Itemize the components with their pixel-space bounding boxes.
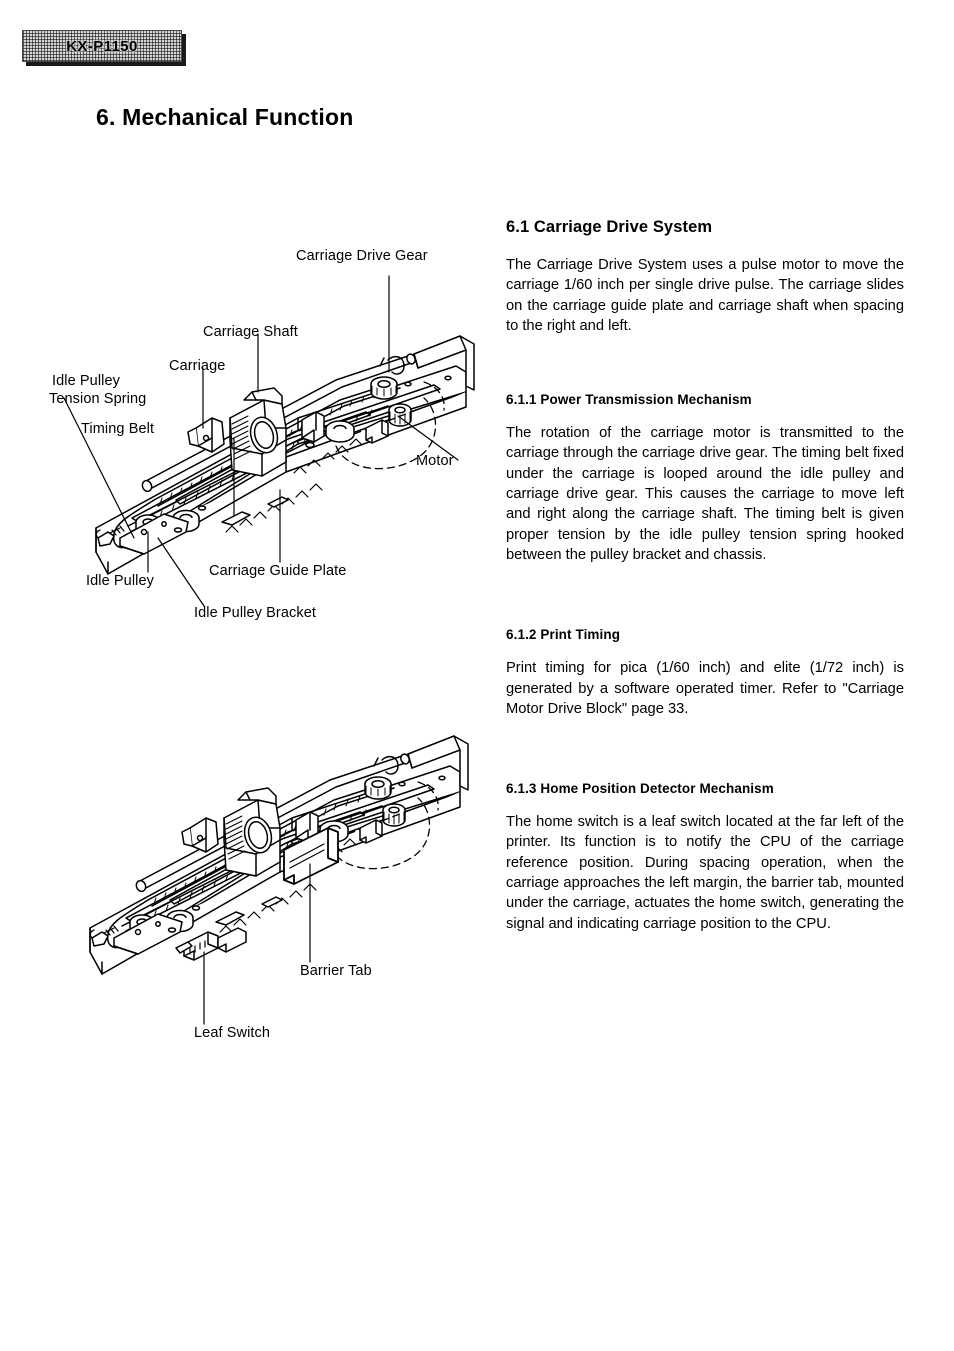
header-plate: KX-P1150 (22, 30, 182, 62)
section-heading-6-1-3: 6.1.3 Home Position Detector Mechanism (506, 781, 774, 797)
label-barrier-tab: Barrier Tab (300, 963, 372, 979)
label-carriage-shaft: Carriage Shaft (203, 324, 298, 340)
figure-carriage-drive-system: Carriage Drive Gear Carriage Shaft Carri… (36, 232, 492, 632)
section-heading-6-1-2: 6.1.2 Print Timing (506, 627, 621, 643)
label-idle-pulley-tension-spring-line1: Idle Pulley (52, 373, 120, 389)
label-motor: Motor (416, 453, 454, 469)
section-heading-6-1-1: 6.1.1 Power Transmission Mechanism (506, 392, 752, 408)
label-idle-pulley-bracket: Idle Pulley Bracket (194, 605, 316, 621)
page-title: 6. Mechanical Function (96, 104, 354, 130)
spacer (506, 336, 904, 392)
spacer (506, 719, 904, 781)
label-leaf-switch: Leaf Switch (194, 1025, 271, 1041)
section-body-6-1-2: Print timing for pica (1/60 inch) and el… (506, 660, 904, 717)
section-body-6-1-1: The rotation of the carriage motor is tr… (506, 425, 904, 563)
label-idle-pulley: Idle Pulley (86, 573, 154, 589)
label-carriage-drive-gear: Carriage Drive Gear (296, 248, 428, 264)
spacer (506, 565, 904, 627)
carriage-drive-assembly-drawing (63, 275, 475, 607)
home-position-detector-drawing (89, 735, 469, 1025)
section-body-6-1-3: The home switch is a leaf switch located… (506, 814, 904, 932)
label-carriage: Carriage (169, 358, 226, 374)
figure-home-position-detector: Barrier Tab Leaf Switch (62, 676, 492, 1056)
model-number-label: KX-P1150 (66, 37, 138, 55)
label-timing-belt: Timing Belt (81, 421, 155, 437)
running-header: KX-P1150 (22, 30, 186, 66)
label-carriage-guide-plate: Carriage Guide Plate (209, 563, 347, 579)
section-body-6-1: The Carriage Drive System uses a pulse m… (506, 257, 904, 334)
body-text-column: 6.1 Carriage Drive System The Carriage D… (506, 218, 904, 934)
section-heading-6-1: 6.1 Carriage Drive System (506, 218, 713, 236)
label-idle-pulley-tension-spring-line2: Tension Spring (49, 391, 147, 407)
